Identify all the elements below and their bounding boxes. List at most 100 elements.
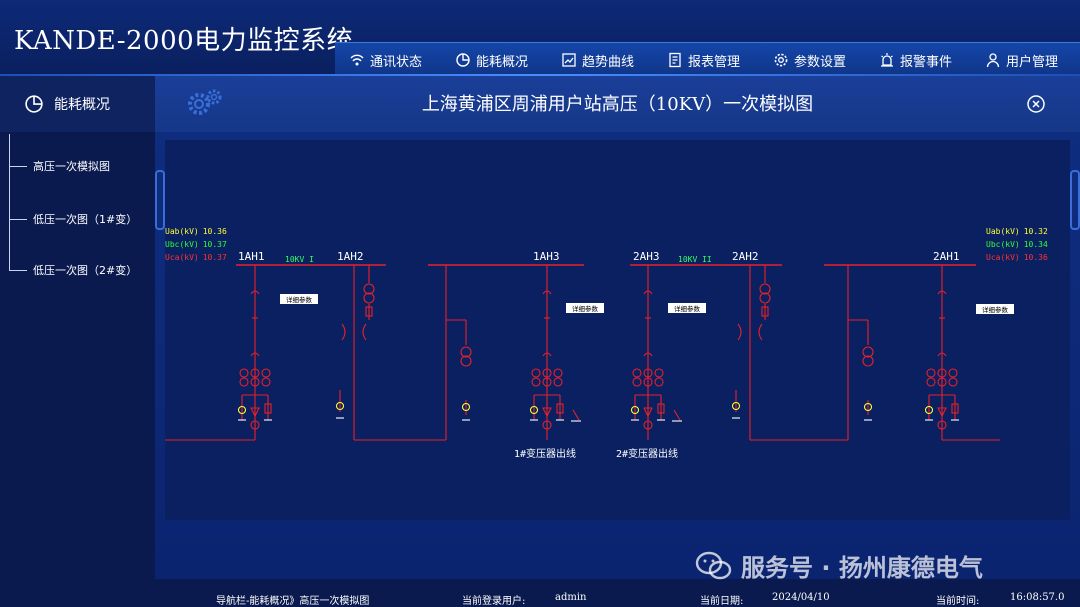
reading-uca-left: Uca(kV)10.37 bbox=[165, 253, 227, 262]
pt-symbol bbox=[460, 355, 472, 367]
panel-title: 上海黄浦区周浦用户站高压（10KV）一次模拟图 bbox=[421, 94, 814, 115]
ct-symbol bbox=[542, 377, 552, 387]
svg-text:详细参数: 详细参数 bbox=[572, 304, 599, 313]
sidebar-item-lv-diagram-2[interactable]: 低压一次图（2#变） bbox=[9, 262, 137, 278]
user-label: 当前登录用户: bbox=[462, 596, 526, 607]
disconnector-symbol bbox=[643, 352, 653, 357]
sidebar-header-label: 能耗概况 bbox=[54, 97, 110, 113]
nav-bar: 通讯状态 能耗概况 趋势曲线 报表管理 参数设置 报警事件 bbox=[335, 42, 1080, 76]
status-bar: 导航栏-能耗概况》高压一次模拟图 当前登录用户: admin 当前日期: 202… bbox=[0, 579, 1080, 607]
ct-symbol bbox=[948, 377, 958, 387]
disconnector-symbol bbox=[937, 352, 947, 357]
pie-chart-icon bbox=[25, 95, 43, 113]
sidebar-item-label: 高压一次模拟图 bbox=[33, 160, 110, 173]
detail-button[interactable]: 详细参数 bbox=[976, 304, 1014, 314]
sidebar-item-hv-diagram[interactable]: 高压一次模拟图 bbox=[9, 158, 110, 174]
gear-icon bbox=[774, 53, 788, 67]
header-divider bbox=[0, 74, 1080, 76]
sidebar-item-label: 低压一次图（1#变） bbox=[33, 213, 138, 226]
reading-ubc-right: Ubc(kV)10.34 bbox=[986, 240, 1048, 249]
disconnector-symbol bbox=[362, 323, 367, 341]
ct-symbol bbox=[937, 377, 947, 387]
time-label: 当前时间: bbox=[936, 596, 980, 607]
svg-text:详细参数: 详细参数 bbox=[982, 305, 1009, 314]
date-value: 2024/04/10 bbox=[772, 592, 830, 603]
time-value: 16:08:57.0 bbox=[1010, 592, 1065, 603]
detail-button[interactable]: 详细参数 bbox=[280, 294, 318, 304]
ct-symbol bbox=[261, 377, 271, 387]
ct-symbol bbox=[926, 368, 936, 378]
ct-symbol bbox=[250, 368, 260, 378]
fuse-symbol bbox=[264, 403, 272, 414]
sidebar-item-label: 低压一次图（2#变） bbox=[33, 264, 138, 277]
detail-button[interactable]: 详细参数 bbox=[566, 303, 604, 313]
cabinet-label: 1AH2 bbox=[337, 250, 364, 263]
alarm-icon bbox=[881, 53, 893, 67]
pt-symbol bbox=[363, 283, 375, 295]
ct-symbol bbox=[261, 368, 271, 378]
nav-item-users[interactable]: 用户管理 bbox=[985, 43, 1058, 77]
tree-branch bbox=[9, 218, 27, 220]
pt-symbol bbox=[862, 346, 874, 358]
trend-chart-icon bbox=[562, 53, 576, 67]
earth-switch-symbol bbox=[630, 405, 640, 415]
cabinet-label: 2AH3 bbox=[633, 250, 660, 263]
outgoing-label-1: 1#变压器出线 bbox=[514, 447, 576, 460]
disconnector-symbol bbox=[937, 290, 947, 295]
arrester-symbol bbox=[250, 407, 260, 418]
wechat-logo-icon bbox=[695, 551, 732, 579]
nav-item-label: 报警事件 bbox=[900, 54, 953, 70]
nav-item-trend[interactable]: 趋势曲线 bbox=[561, 43, 634, 77]
nav-item-reports[interactable]: 报表管理 bbox=[667, 43, 740, 77]
date-label: 当前日期: bbox=[700, 596, 744, 607]
sidebar: 能耗概况 高压一次模拟图 低压一次图（1#变） 低压一次图（2#变） bbox=[0, 76, 155, 607]
disconnector-symbol bbox=[737, 323, 742, 341]
report-icon bbox=[669, 52, 681, 68]
header: KANDE-2000电力监控系统 通讯状态 能耗概况 趋势曲线 报表管理 参数设… bbox=[0, 0, 1080, 76]
tree-line bbox=[9, 134, 10, 270]
disconnector-symbol bbox=[542, 290, 552, 295]
single-line-diagram: Uab(kV)10.36 Ubc(kV)10.37 Uca(kV)10.37 U… bbox=[165, 140, 1070, 520]
nav-item-energy-overview[interactable]: 能耗概况 bbox=[455, 43, 528, 77]
cabinet-label: 2AH1 bbox=[933, 250, 960, 263]
gears-icon bbox=[188, 89, 222, 115]
pt-symbol bbox=[862, 355, 874, 367]
cabinet-label: 2AH2 bbox=[732, 250, 759, 263]
ct-symbol bbox=[654, 368, 664, 378]
svg-text:详细参数: 详细参数 bbox=[674, 304, 701, 313]
sidebar-header[interactable]: 能耗概况 bbox=[0, 76, 155, 132]
ct-symbol bbox=[643, 368, 653, 378]
earth-switch-symbol bbox=[731, 401, 741, 411]
signal-icon bbox=[350, 54, 364, 66]
pie-chart-icon bbox=[456, 53, 470, 67]
ct-symbol bbox=[643, 377, 653, 387]
close-icon[interactable] bbox=[1026, 94, 1046, 114]
disconnector-symbol bbox=[542, 352, 552, 357]
breadcrumb: 导航栏-能耗概况》高压一次模拟图 bbox=[216, 596, 370, 607]
tree-branch bbox=[9, 269, 27, 271]
ct-symbol bbox=[937, 368, 947, 378]
earth-switch-symbol bbox=[572, 409, 580, 421]
earth-switch-symbol bbox=[529, 405, 539, 415]
reading-uca-right: Uca(kV)10.36 bbox=[986, 253, 1048, 262]
nav-item-settings[interactable]: 参数设置 bbox=[773, 43, 846, 77]
left-panel-tab[interactable] bbox=[155, 170, 165, 230]
bus-label-i: 10KV I bbox=[285, 255, 314, 264]
detail-button[interactable]: 详细参数 bbox=[668, 303, 706, 313]
disconnector-symbol bbox=[341, 323, 346, 341]
disconnector-symbol bbox=[250, 352, 260, 357]
right-panel-tab[interactable] bbox=[1070, 170, 1080, 230]
nav-item-comm-status[interactable]: 通讯状态 bbox=[349, 43, 422, 77]
fuse-symbol bbox=[365, 306, 373, 317]
pt-symbol bbox=[759, 283, 771, 295]
user-icon bbox=[986, 53, 1000, 68]
arrester-symbol bbox=[542, 407, 552, 418]
ct-symbol bbox=[553, 377, 563, 387]
watermark: 服务号 · 扬州康德电气 bbox=[695, 548, 983, 583]
ct-symbol bbox=[542, 368, 552, 378]
user-value: admin bbox=[555, 592, 587, 603]
ct-symbol bbox=[926, 377, 936, 387]
sidebar-item-lv-diagram-1[interactable]: 低压一次图（1#变） bbox=[9, 211, 137, 227]
cabinet-label: 1AH1 bbox=[238, 250, 265, 263]
nav-item-alarms[interactable]: 报警事件 bbox=[879, 43, 952, 77]
